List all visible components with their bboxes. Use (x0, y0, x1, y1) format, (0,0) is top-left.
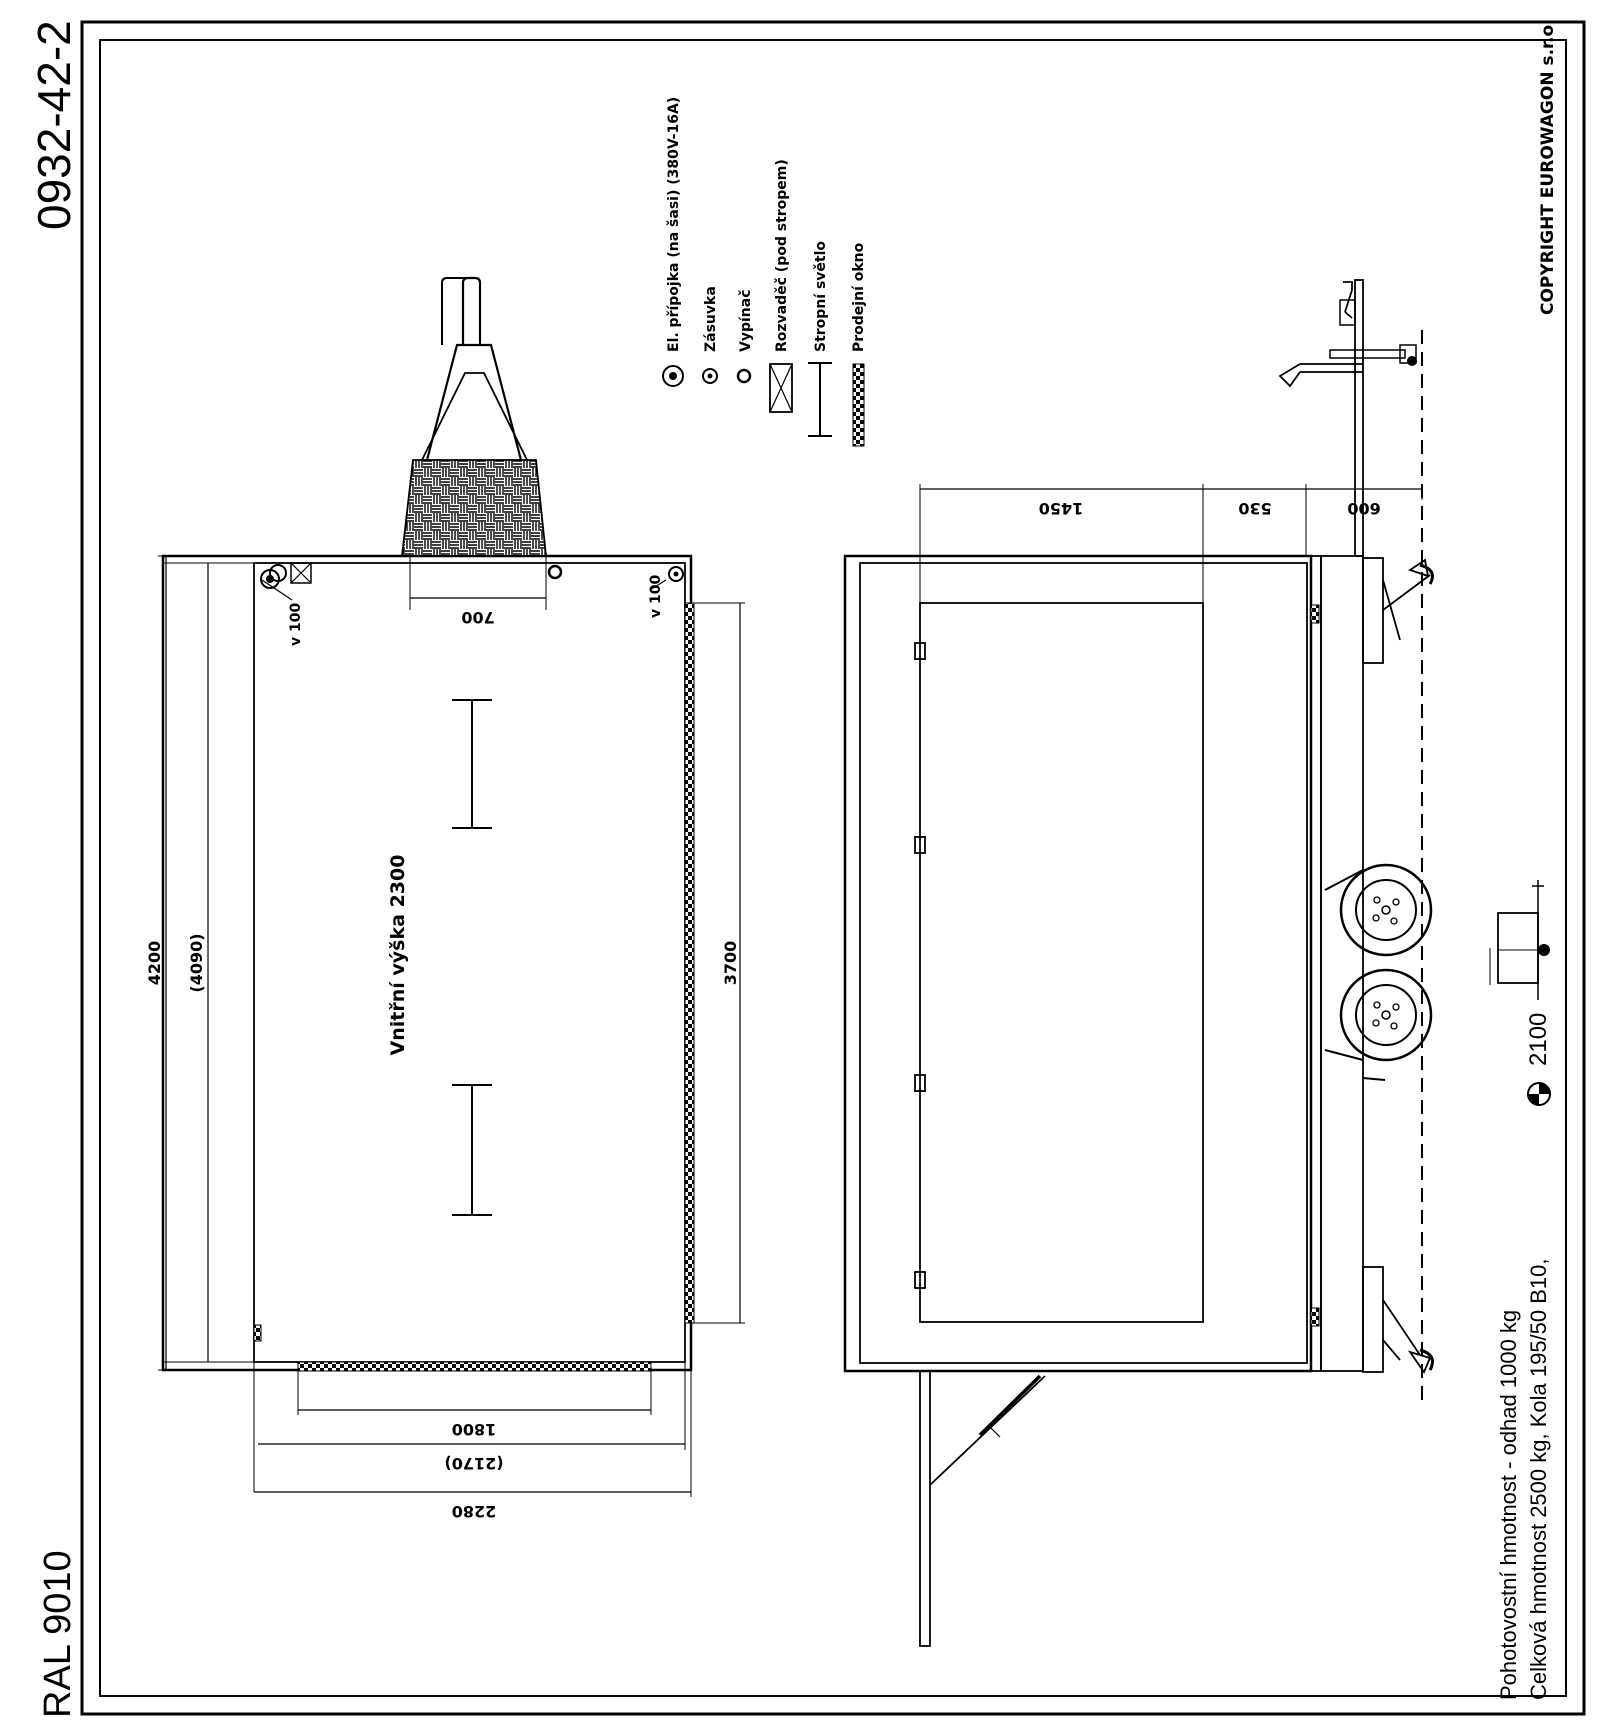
width-outer-dim: 2280 (452, 1502, 497, 1521)
length-outer-dim: 4200 (145, 941, 164, 986)
legend-item-power-connector: El. přípojka (na šasi) (380V-16A) (662, 97, 684, 387)
wheel-rear (1339, 968, 1433, 1062)
drawing-number: 0932-42-2 (28, 20, 80, 230)
switch-icon (736, 368, 752, 384)
plan-view: 700 v 100 v 100 (145, 276, 745, 1521)
ceiling-light-icon (452, 699, 492, 829)
center-of-gravity-icon (1527, 1082, 1551, 1106)
step-530-dim: 530 (1238, 499, 1271, 518)
door-height-dim: 1450 (1039, 499, 1084, 518)
drawbar (400, 276, 548, 557)
legend-label: Stropní světlo (813, 241, 829, 352)
legend-item-socket: Zásuvka (702, 286, 719, 384)
curb-weight-text: Pohotovostní hmotnost - odhad 1000 kg (1496, 1310, 1521, 1700)
ral-color: RAL 9010 (37, 1550, 79, 1718)
switchboard-icon (769, 363, 793, 413)
legend-label: El. přípojka (na šasi) (380V-16A) (666, 97, 682, 352)
copyright-label: COPYRIGHT EUROWAGON s.r.o (1538, 25, 1558, 315)
inner-height-label: Vnitřní výška 2300 (387, 855, 409, 1056)
socket-icon (702, 368, 718, 384)
legend-item-ceiling-light: Stropní světlo (808, 241, 832, 437)
legend-label: Rozvaděč (pod stropem) (774, 159, 790, 352)
legend-item-switch: Vypínač (736, 290, 754, 384)
wheel-front (1339, 863, 1433, 957)
gross-weight-text: Celková hmotnost 2500 kg, Kola 195/50 B1… (1526, 1258, 1551, 1700)
power-connector-icon (260, 562, 312, 601)
rear-sales-window (297, 1361, 652, 1372)
rear-wall-strip (253, 1324, 262, 1342)
elevation-bottom-label: v 100 (648, 575, 664, 618)
drawing-frame (80, 20, 1586, 1716)
cg-height-text: 2100 (1525, 1013, 1552, 1066)
legend-label: Prodejní okno (851, 242, 867, 352)
front-window-dim: 700 (461, 608, 494, 627)
step-600-dim: 600 (1347, 499, 1380, 518)
side-view: 1450 530 600 (843, 279, 1550, 1647)
legend-label: Vypínač (738, 290, 754, 353)
rear-window-dim: 1800 (452, 1420, 497, 1439)
length-inner-dim: (4090) (187, 933, 206, 992)
legend: El. přípojka (na šasi) (380V-16A) Zásuvk… (662, 97, 867, 447)
door (919, 602, 1204, 1323)
tow-hitch (1278, 279, 1417, 557)
side-window-dim: 3700 (721, 941, 740, 986)
power-connector-icon (662, 365, 684, 387)
legend-label: Zásuvka (703, 286, 719, 352)
sales-window-icon (852, 363, 865, 447)
switch-icon (547, 564, 563, 580)
ceiling-light-icon (808, 362, 832, 437)
sales-window-flap (919, 1370, 1046, 1647)
side-sales-window (684, 602, 695, 1324)
width-inner-dim: (2170) (444, 1454, 503, 1473)
ceiling-light-icon (452, 1084, 492, 1216)
trailer-symbol-icon (1489, 880, 1550, 1000)
elevation-top-label: v 100 (288, 603, 304, 646)
socket-icon (649, 566, 684, 591)
legend-item-sales-window: Prodejní okno (851, 242, 867, 447)
legend-item-switchboard: Rozvaděč (pod stropem) (769, 159, 793, 413)
